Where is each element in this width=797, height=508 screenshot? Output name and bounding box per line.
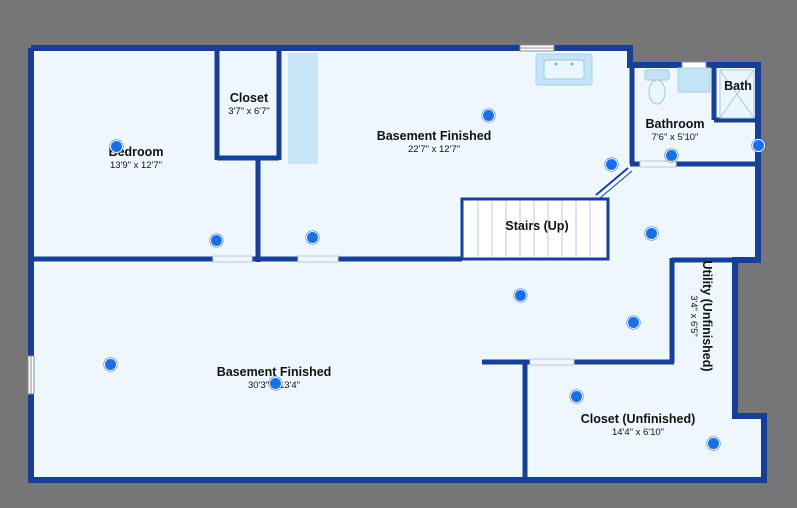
window-icon — [519, 44, 555, 52]
viewpoint-marker-icon[interactable] — [664, 148, 678, 162]
room-dimensions: 22'7" x 12'7" — [407, 144, 461, 155]
room-name: Closet (Unfinished) — [580, 412, 696, 426]
room-dimensions: 3'7" x 6'7" — [228, 106, 270, 117]
room-label-closet: Closet 3'7" x 6'7" — [228, 91, 270, 117]
viewpoint-marker-icon[interactable] — [103, 357, 117, 371]
room-name: Stairs (Up) — [505, 219, 569, 233]
room-label-basement-finished-top: Basement Finished 22'7" x 12'7" — [377, 129, 492, 155]
room-name: Closet — [229, 91, 269, 105]
bathroom-sink-icon — [677, 67, 711, 93]
window-icon — [681, 61, 707, 69]
room-name: Basement Finished — [376, 129, 492, 143]
viewpoint-marker-icon[interactable] — [481, 108, 495, 122]
viewpoint-marker-icon[interactable] — [109, 139, 123, 153]
window-icon — [27, 355, 35, 395]
room-dimensions: 7'6" x 5'10" — [651, 132, 699, 143]
viewpoint-marker-icon[interactable] — [569, 389, 583, 403]
bathroom-sink-icon — [535, 53, 593, 86]
room-label-bath: Bath — [724, 79, 752, 94]
viewpoint-marker-icon[interactable] — [513, 288, 527, 302]
room-name: Bath — [724, 79, 752, 93]
viewpoint-marker-icon[interactable] — [751, 138, 765, 152]
interior-walls — [31, 50, 758, 480]
room-dimensions: 3'4" x 6'5" — [688, 295, 699, 337]
viewpoint-marker-icon[interactable] — [604, 157, 618, 171]
viewpoint-marker-icon[interactable] — [209, 233, 223, 247]
floor-area — [31, 48, 764, 480]
room-label-stairs: Stairs (Up) — [505, 219, 568, 234]
bathroom-door — [595, 167, 629, 196]
viewpoint-marker-icon[interactable] — [706, 436, 720, 450]
wall-panel — [288, 53, 318, 164]
viewpoint-marker-icon[interactable] — [644, 226, 658, 240]
room-label-closet-unfinished: Closet (Unfinished) 14'4" x 6'10" — [581, 412, 696, 438]
viewpoint-marker-icon[interactable] — [305, 230, 319, 244]
viewpoint-marker-icon[interactable] — [268, 376, 282, 390]
shower-icon — [719, 69, 755, 119]
room-dimensions: 13'9" x 12'7" — [109, 160, 163, 171]
room-name: Bathroom — [645, 117, 705, 131]
room-name: Basement Finished — [216, 365, 332, 379]
room-name: Utility (Unfinished) — [700, 260, 714, 372]
room-label-utility: Utility (Unfinished) 3'4" x 6'5" — [688, 260, 714, 371]
stairs-drawing — [460, 197, 610, 261]
room-dimensions: 14'4" x 6'10" — [611, 427, 665, 438]
room-label-bathroom: Bathroom 7'6" x 5'10" — [645, 117, 704, 143]
viewpoint-marker-icon[interactable] — [626, 315, 640, 329]
toilet-icon — [644, 69, 670, 105]
